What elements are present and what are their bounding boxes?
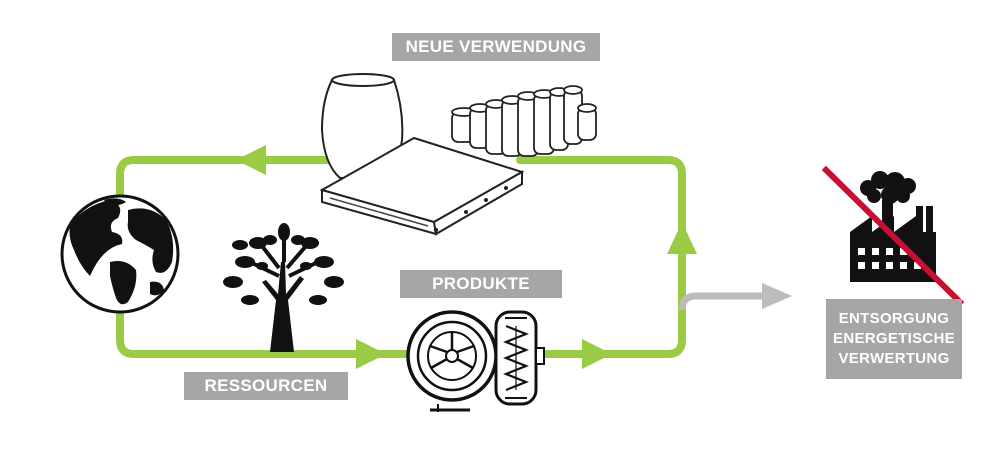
tree-icon <box>223 223 344 352</box>
tire-tread-icon <box>494 310 545 406</box>
arrow-left-top <box>236 145 266 175</box>
entsorgung-line-2: ENERGETISCHE <box>833 330 955 347</box>
produkte-label: PRODUKTE <box>400 270 562 298</box>
tile-plate-icon <box>319 136 525 236</box>
arrow-up-right <box>667 222 697 254</box>
ressourcen-label: RESSOURCEN <box>184 372 348 400</box>
entsorgung-line-3: VERWERTUNG <box>838 350 950 367</box>
factory-icon <box>850 171 936 282</box>
arrow-right-bottom-1 <box>356 339 386 369</box>
entsorgung-line-1: ENTSORGUNG <box>838 310 950 327</box>
neue-verwendung-label: NEUE VERWENDUNG <box>392 33 600 61</box>
tire-icon <box>406 310 498 412</box>
globe-icon <box>60 194 180 314</box>
pipes-icon <box>451 85 597 157</box>
exit-arrow-head <box>762 283 792 309</box>
entsorgung-label: ENTSORGUNG ENERGETISCHE VERWERTUNG <box>826 299 962 379</box>
arrow-right-bottom-2 <box>582 339 612 369</box>
cycle-loop <box>116 156 686 358</box>
prohibition-slash-icon <box>821 165 965 307</box>
exit-arrow-line <box>678 292 762 311</box>
